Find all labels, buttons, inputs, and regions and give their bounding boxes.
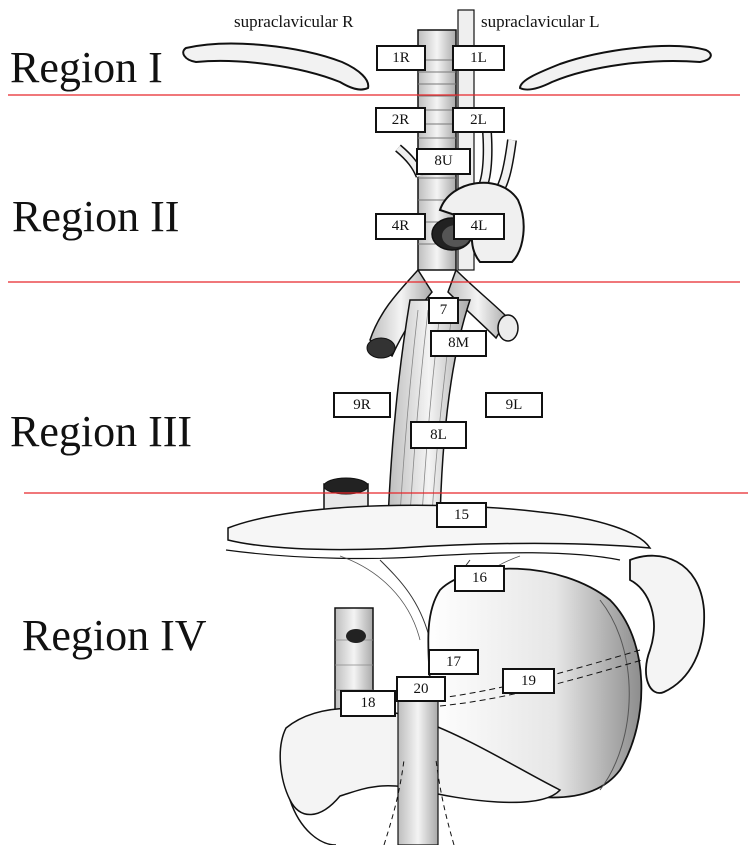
region-label-3: Region III	[10, 410, 192, 454]
station-16: 16	[454, 565, 505, 592]
supraclavicular-left-label: supraclavicular L	[481, 13, 599, 30]
station-7: 7	[428, 297, 459, 324]
station-17: 17	[428, 649, 479, 675]
station-2R: 2R	[375, 107, 426, 133]
left-clavicle	[520, 46, 711, 90]
station-9L: 9L	[485, 392, 543, 418]
station-8L: 8L	[410, 421, 467, 449]
station-8U: 8U	[416, 148, 471, 175]
station-1L: 1L	[452, 45, 505, 71]
station-19: 19	[502, 668, 555, 694]
supraclavicular-right-label: supraclavicular R	[234, 13, 353, 30]
station-20: 20	[396, 676, 446, 702]
station-8M: 8M	[430, 330, 487, 357]
station-4L: 4L	[453, 213, 505, 240]
region-label-1: Region I	[10, 46, 163, 90]
right-clavicle	[183, 44, 368, 90]
station-1R: 1R	[376, 45, 426, 71]
region-label-2: Region II	[12, 195, 179, 239]
station-4R: 4R	[375, 213, 426, 240]
station-18: 18	[340, 690, 396, 717]
station-9R: 9R	[333, 392, 391, 418]
station-15: 15	[436, 502, 487, 528]
region-label-4: Region IV	[22, 614, 207, 658]
station-2L: 2L	[452, 107, 505, 133]
